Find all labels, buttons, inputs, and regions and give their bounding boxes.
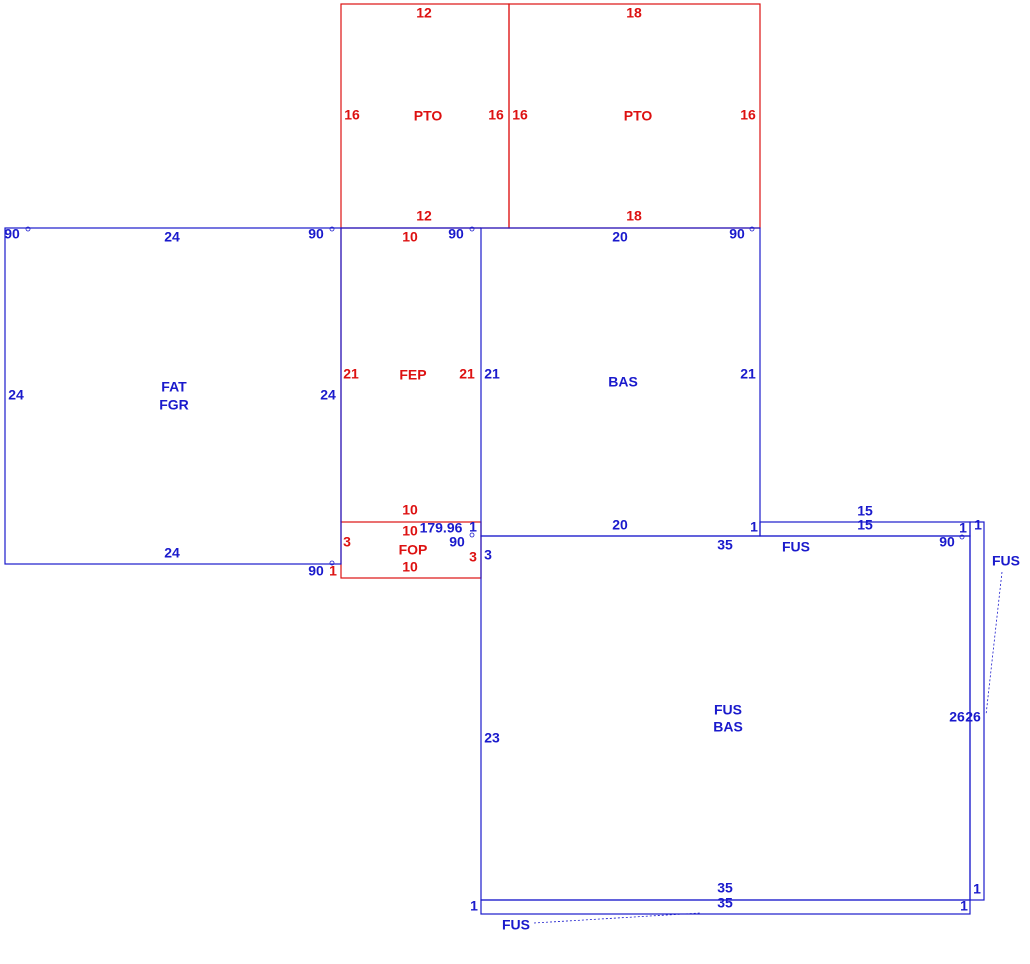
dim-label: 1 (974, 517, 982, 533)
dim-label: 21 (343, 366, 359, 382)
dim-label: 18 (626, 208, 642, 224)
dim-label: 10 (402, 559, 418, 575)
area-label-fat: FAT (161, 379, 187, 395)
blue-outlines (4, 227, 985, 915)
dim-label: 1 (470, 898, 478, 914)
dim-label: 1 (469, 519, 477, 535)
fus-right-strip (969, 521, 985, 901)
dim-label: 3 (343, 534, 351, 550)
area-label-pto-right: PTO (624, 108, 653, 124)
angle-label: 90 (939, 534, 955, 550)
dim-label: 15 (857, 503, 873, 519)
dim-label: 10 (402, 523, 418, 539)
dim-label: 21 (484, 366, 500, 382)
dim-label: 3 (484, 547, 492, 563)
dim-label: 1 (960, 898, 968, 914)
area-label-fus-bottom: FUS (502, 917, 530, 933)
dim-label: 35 (717, 537, 733, 553)
dim-label: 24 (164, 229, 180, 245)
angle-label: 90 (308, 563, 324, 579)
dim-label: 21 (459, 366, 475, 382)
area-label-fus-right: FUS (992, 553, 1020, 569)
area-label-fop: FOP (399, 542, 428, 558)
area-label-fus-main: FUS (714, 702, 742, 718)
dim-label: 26 (965, 709, 981, 725)
blue-measurements: 24 24 24 24 90 90 90 90 179.96 1 90 20 2… (4, 226, 982, 914)
dim-label: 20 (612, 229, 628, 245)
dim-label: 35 (717, 880, 733, 896)
dim-label: 18 (626, 5, 642, 21)
dim-label: 16 (344, 107, 360, 123)
corner-marker (329, 226, 335, 232)
dim-label: 12 (416, 5, 432, 21)
fus-right-leader (985, 571, 1003, 716)
dim-label: 35 (717, 895, 733, 911)
corner-marker (25, 226, 31, 232)
dim-label: 10 (402, 502, 418, 518)
angle-label: 90 (449, 534, 465, 550)
leader-lines (533, 571, 1003, 924)
red-outlines (340, 3, 761, 579)
angle-label: 90 (448, 226, 464, 242)
corner-marker (959, 534, 965, 540)
corner-marker (469, 532, 475, 538)
dim-label: 15 (857, 517, 873, 533)
area-label-bas: BAS (608, 374, 638, 390)
area-label-pto-left: PTO (414, 108, 443, 124)
dim-label: 26 (949, 709, 965, 725)
fus-bottom-strip (480, 899, 971, 915)
corner-marker (329, 560, 335, 566)
angle-label: 90 (4, 226, 20, 242)
angle-label: 90 (729, 226, 745, 242)
area-labels: FAT FGR PTO PTO FEP FOP BAS FUS BAS FUS … (159, 108, 1020, 933)
area-label-fep: FEP (399, 367, 426, 383)
dim-label: 24 (164, 545, 180, 561)
dim-label: 12 (416, 208, 432, 224)
dim-label: 1 (959, 520, 967, 536)
dim-label: 16 (512, 107, 528, 123)
area-label-fus-top: FUS (782, 539, 810, 555)
area-label-bas-main: BAS (713, 719, 743, 735)
red-measurements: 12 12 16 16 18 18 16 16 10 10 21 21 10 1… (329, 5, 756, 579)
dim-label: 23 (484, 730, 500, 746)
corner-markers (25, 226, 965, 566)
area-label-fgr: FGR (159, 397, 189, 413)
corner-marker (469, 226, 475, 232)
dim-label: 3 (469, 549, 477, 565)
dim-label: 20 (612, 517, 628, 533)
dim-label: 24 (320, 387, 336, 403)
dim-label: 24 (8, 387, 24, 403)
dim-label: 16 (740, 107, 756, 123)
dim-label: 1 (750, 519, 758, 535)
dim-label: 10 (402, 229, 418, 245)
dim-label: 16 (488, 107, 504, 123)
corner-marker (749, 226, 755, 232)
angle-label: 179.96 (420, 520, 463, 536)
dim-label: 1 (329, 563, 337, 579)
angle-label: 90 (308, 226, 324, 242)
dim-label: 1 (973, 881, 981, 897)
dim-label: 21 (740, 366, 756, 382)
fat-fgr-outline (4, 227, 342, 565)
